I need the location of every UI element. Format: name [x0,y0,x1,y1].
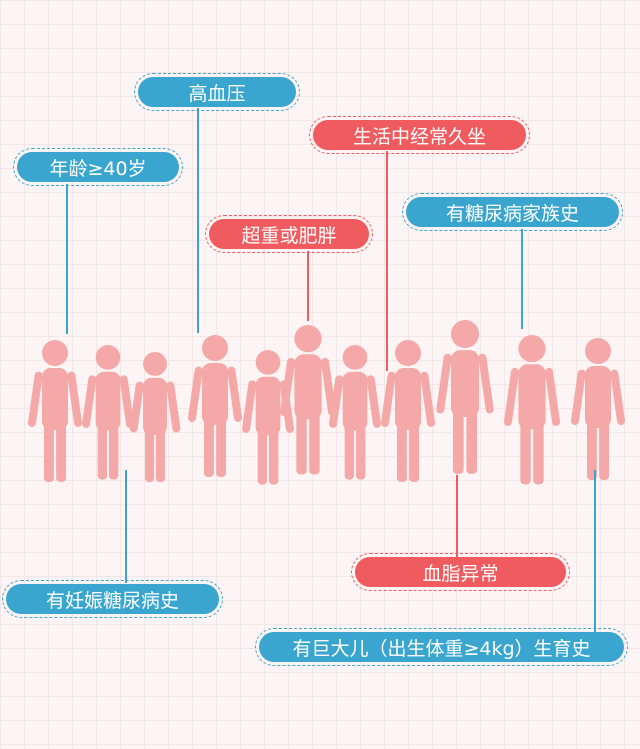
connector-macrosomia [594,470,596,632]
label-macrosomia: 有巨大儿（出生体重≥4kg）生育史 [255,628,628,666]
person-silhouette [380,340,436,482]
connector-family-history [521,229,523,329]
label-overweight: 超重或肥胖 [205,215,373,253]
person-silhouette [187,335,243,477]
label-hypertension: 高血压 [134,73,300,111]
person-silhouette [82,345,134,480]
connector-hypertension [197,108,199,333]
connector-dyslipidemia [456,475,458,557]
connector-age [66,184,68,334]
label-gestational: 有妊娠糖尿病史 [2,580,223,618]
person-silhouette [436,320,494,474]
label-sedentary: 生活中经常久坐 [309,116,530,154]
person-silhouette [329,345,381,480]
person-silhouette [503,335,561,485]
label-family-history: 有糖尿病家族史 [402,193,623,231]
label-dyslipidemia: 血脂异常 [351,553,570,591]
connector-gestational [125,470,127,583]
person-silhouette [570,338,626,480]
person-silhouette [279,325,337,475]
person-silhouette [27,340,83,482]
person-silhouette [129,352,181,483]
connector-sedentary [386,151,388,371]
label-age: 年龄≥40岁 [13,148,183,186]
connector-overweight [307,251,309,321]
